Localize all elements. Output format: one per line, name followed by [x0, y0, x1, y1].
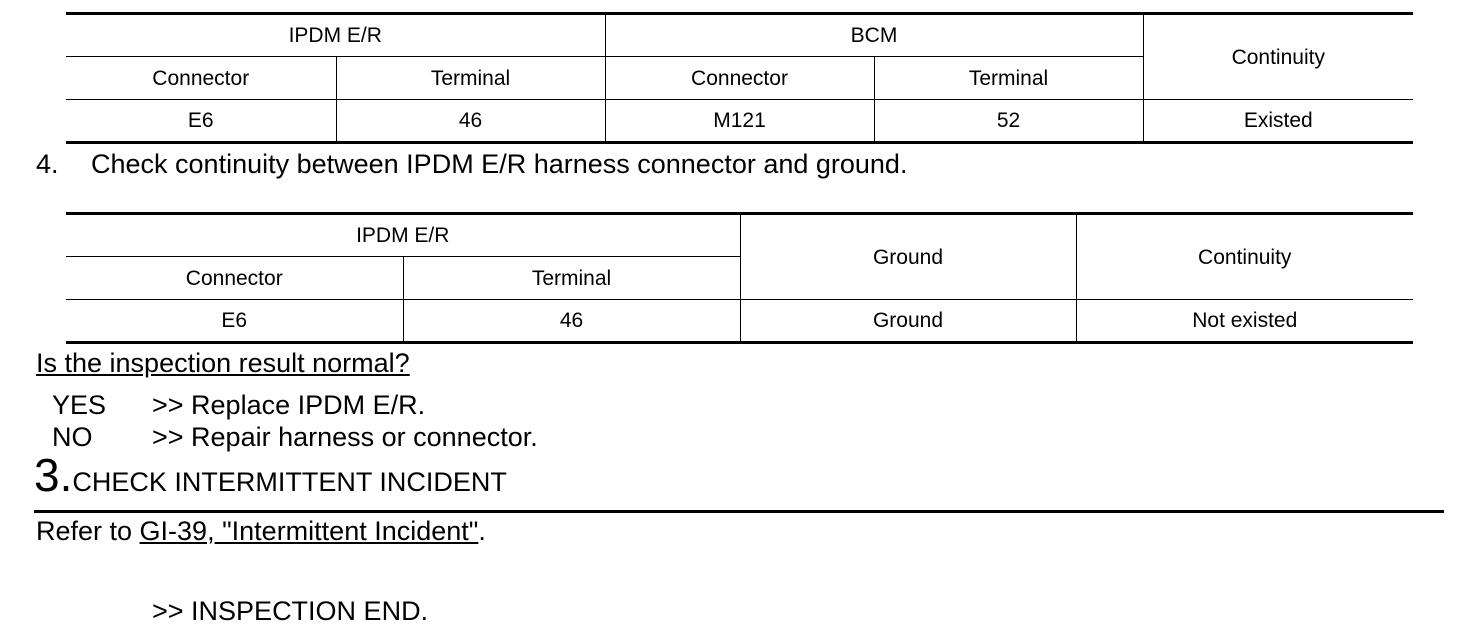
cell-connector: E6 [66, 299, 403, 343]
reference-line: Refer to GI-39, "Intermittent Incident". [36, 518, 486, 545]
table-row: E6 46 M121 52 Existed [66, 99, 1414, 143]
answer-yes: YES >> Replace IPDM E/R. [52, 392, 425, 419]
cell-connector: E6 [66, 99, 336, 143]
reference-link[interactable]: GI-39, "Intermittent Incident" [139, 516, 479, 546]
step-text: Check continuity between IPDM E/R harnes… [91, 149, 908, 179]
header-ipdm-er: IPDM E/R [66, 213, 740, 257]
cell-terminal: 52 [873, 99, 1144, 143]
answer-key: YES [52, 390, 107, 420]
answer-text: >> Repair harness or connector. [152, 422, 538, 452]
header-ipdm-er: IPDM E/R [66, 13, 605, 57]
step-number: 3. [34, 449, 73, 501]
cell-terminal: 46 [335, 99, 605, 143]
table-row: E6 46 Ground Not existed [66, 299, 1413, 343]
cell-continuity: Existed [1142, 99, 1414, 143]
section-divider [34, 510, 1444, 513]
header-connector: Connector [66, 56, 336, 100]
header-continuity: Continuity [1142, 13, 1414, 100]
header-terminal: Terminal [402, 256, 740, 300]
inspection-question: Is the inspection result normal? [36, 348, 410, 378]
step-4-instruction: 4. Check continuity between IPDM E/R harn… [36, 151, 907, 178]
answer-no: NO >> Repair harness or connector. [52, 424, 538, 451]
header-ground: Ground [739, 213, 1076, 300]
header-terminal: Terminal [335, 56, 605, 100]
header-connector: Connector [66, 256, 403, 300]
step-title: CHECK INTERMITTENT INCIDENT [72, 467, 507, 497]
header-connector: Connector [604, 56, 874, 100]
cell-connector: M121 [604, 99, 874, 143]
ipdm-bcm-continuity-table: IPDM E/R BCM Continuity Connector Termin… [66, 12, 1414, 144]
cell-terminal: 46 [402, 299, 740, 343]
cell-continuity: Not existed [1075, 299, 1413, 343]
header-bcm: BCM [604, 13, 1144, 57]
inspection-end: >> INSPECTION END. [152, 596, 429, 626]
cell-ground: Ground [739, 299, 1076, 343]
step-number: 4. [36, 149, 59, 179]
step-3-heading: 3.CHECK INTERMITTENT INCIDENT [34, 452, 507, 498]
ipdm-ground-continuity-table: IPDM E/R Ground Continuity Connector Ter… [66, 212, 1413, 344]
refer-prefix: Refer to [36, 516, 140, 546]
header-continuity: Continuity [1075, 213, 1413, 300]
answer-text: >> Replace IPDM E/R. [152, 390, 426, 420]
header-terminal: Terminal [873, 56, 1144, 100]
answer-key: NO [52, 422, 93, 452]
refer-suffix: . [478, 516, 486, 546]
